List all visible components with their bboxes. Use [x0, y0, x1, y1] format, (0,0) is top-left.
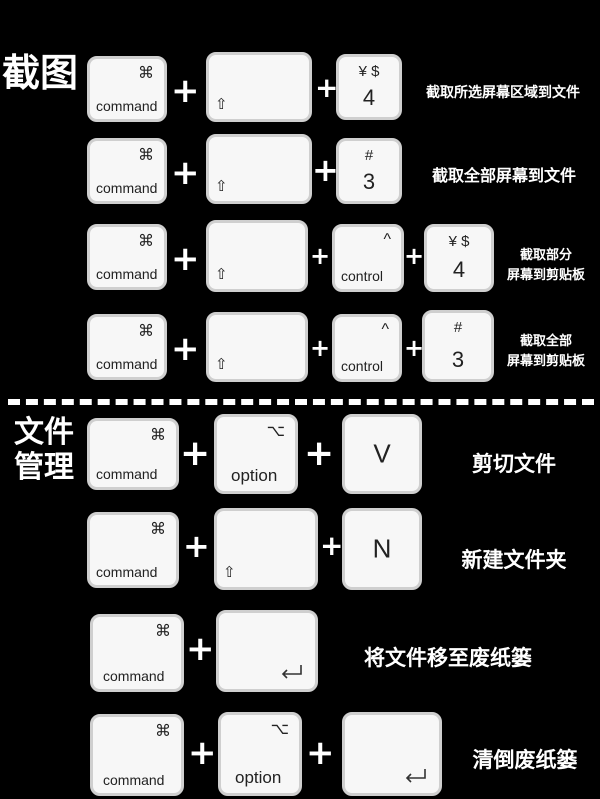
plus-sign: + — [320, 529, 344, 562]
shift-icon: ⇧ — [215, 266, 228, 283]
plus-sign: + — [186, 629, 215, 669]
option-symbol-icon: ⌥ — [270, 721, 289, 738]
row-4-description-line-1: 截取全部 — [519, 334, 572, 349]
command-key[interactable]: ⌘ command — [90, 614, 184, 692]
command-key-label: command — [96, 98, 158, 114]
plus-sign: + — [404, 242, 425, 270]
option-key[interactable]: ⌥ option — [218, 712, 302, 796]
command-symbol-icon: ⌘ — [138, 323, 154, 340]
shift-key[interactable]: ⇧ — [214, 508, 318, 590]
row-4-description: 截取全部 屏幕到剪贴板 — [494, 332, 598, 372]
shift-key[interactable]: ⇧ — [206, 312, 308, 382]
shift-icon: ⇧ — [215, 96, 228, 113]
row-8-description: 清倒废纸篓 — [472, 748, 578, 772]
plus-sign: + — [310, 334, 331, 362]
row-3-description: 截取部分 屏幕到剪贴板 — [494, 246, 598, 286]
command-symbol-icon: ⌘ — [150, 427, 166, 444]
plus-sign: + — [171, 239, 200, 279]
shift-icon: ⇧ — [215, 178, 228, 195]
control-symbol-icon: ^ — [381, 321, 389, 338]
section-divider — [8, 399, 594, 405]
key-3-top-label: # — [364, 147, 374, 164]
n-key[interactable]: N — [342, 508, 422, 590]
command-key[interactable]: ⌘ command — [87, 512, 179, 588]
command-key[interactable]: ⌘ command — [87, 314, 167, 380]
command-symbol-icon: ⌘ — [155, 723, 171, 740]
command-symbol-icon: ⌘ — [155, 623, 171, 640]
command-key-label: command — [96, 564, 158, 580]
option-symbol-icon: ⌥ — [266, 423, 285, 440]
control-key-label: control — [341, 268, 384, 284]
delete-key[interactable] — [216, 610, 318, 692]
key-3-main-label: 3 — [362, 169, 376, 194]
plus-sign: + — [310, 242, 331, 270]
command-key[interactable]: ⌘ command — [87, 418, 179, 490]
row-7-description: 将文件移至废纸篓 — [364, 646, 532, 670]
command-key-label: command — [96, 180, 158, 196]
row-2-description: 截取全部屏幕到文件 — [431, 166, 576, 185]
section-title-file-manage: 文件 管理 — [14, 415, 74, 485]
v-key[interactable]: V — [342, 414, 422, 494]
key-4-top-label: ¥ $ — [358, 63, 380, 80]
key-4[interactable]: ¥ $ 4 — [336, 54, 402, 120]
plus-sign: + — [306, 733, 335, 773]
key-4[interactable]: ¥ $ 4 — [424, 224, 494, 292]
key-4-main-label: 4 — [452, 257, 466, 282]
key-3-top-label: # — [453, 319, 463, 336]
key-3[interactable]: # 3 — [336, 138, 402, 204]
option-key-label: option — [231, 466, 278, 485]
shift-icon: ⇧ — [223, 564, 236, 581]
v-key-label: V — [373, 438, 391, 469]
row-3-description-line-2: 屏幕到剪贴板 — [506, 268, 585, 283]
command-symbol-icon: ⌘ — [150, 521, 166, 538]
option-key-label: option — [235, 768, 282, 787]
plus-sign: + — [312, 151, 339, 189]
delete-icon — [281, 665, 302, 679]
command-symbol-icon: ⌘ — [138, 65, 154, 82]
command-key[interactable]: ⌘ command — [87, 138, 167, 204]
command-key[interactable]: ⌘ command — [87, 56, 167, 122]
shift-key[interactable]: ⇧ — [206, 220, 308, 292]
row-1-description: 截取所选屏幕区域到文件 — [426, 85, 580, 101]
plus-sign: + — [315, 71, 339, 104]
delete-key[interactable] — [342, 712, 442, 796]
plus-sign: + — [180, 433, 211, 474]
command-key-label: command — [96, 466, 158, 482]
row-5-description: 剪切文件 — [472, 452, 556, 476]
key-4-main-label: 4 — [362, 85, 376, 110]
row-6-description: 新建文件夹 — [461, 548, 567, 572]
n-key-label: N — [372, 533, 392, 564]
key-3[interactable]: # 3 — [422, 310, 494, 382]
delete-icon — [405, 769, 426, 783]
command-key[interactable]: ⌘ command — [87, 224, 167, 290]
control-symbol-icon: ^ — [383, 231, 391, 248]
row-4-description-line-2: 屏幕到剪贴板 — [506, 354, 585, 369]
key-4-top-label: ¥ $ — [448, 233, 470, 250]
row-3-description-line-1: 截取部分 — [519, 248, 572, 263]
control-key-label: control — [341, 358, 384, 374]
shift-icon: ⇧ — [215, 356, 228, 373]
command-symbol-icon: ⌘ — [138, 233, 154, 250]
plus-sign: + — [171, 71, 200, 111]
plus-sign: + — [183, 527, 210, 565]
plus-sign: + — [304, 433, 335, 474]
shift-key[interactable]: ⇧ — [206, 52, 312, 122]
section-title-screenshot: 截图 — [2, 51, 79, 95]
key-3-main-label: 3 — [451, 347, 465, 372]
command-key-label: command — [96, 356, 158, 372]
option-key[interactable]: ⌥ option — [214, 414, 298, 494]
plus-sign: + — [171, 329, 200, 369]
command-symbol-icon: ⌘ — [138, 147, 154, 164]
command-key-label: command — [103, 668, 165, 684]
plus-sign: + — [171, 153, 200, 193]
control-key[interactable]: ^ control — [332, 224, 404, 292]
shift-key[interactable]: ⇧ — [206, 134, 312, 204]
plus-sign: + — [188, 733, 217, 773]
plus-sign: + — [404, 334, 425, 362]
control-key[interactable]: ^ control — [332, 314, 402, 382]
command-key-label: command — [103, 772, 165, 788]
command-key-label: command — [96, 266, 158, 282]
command-key[interactable]: ⌘ command — [90, 714, 184, 796]
